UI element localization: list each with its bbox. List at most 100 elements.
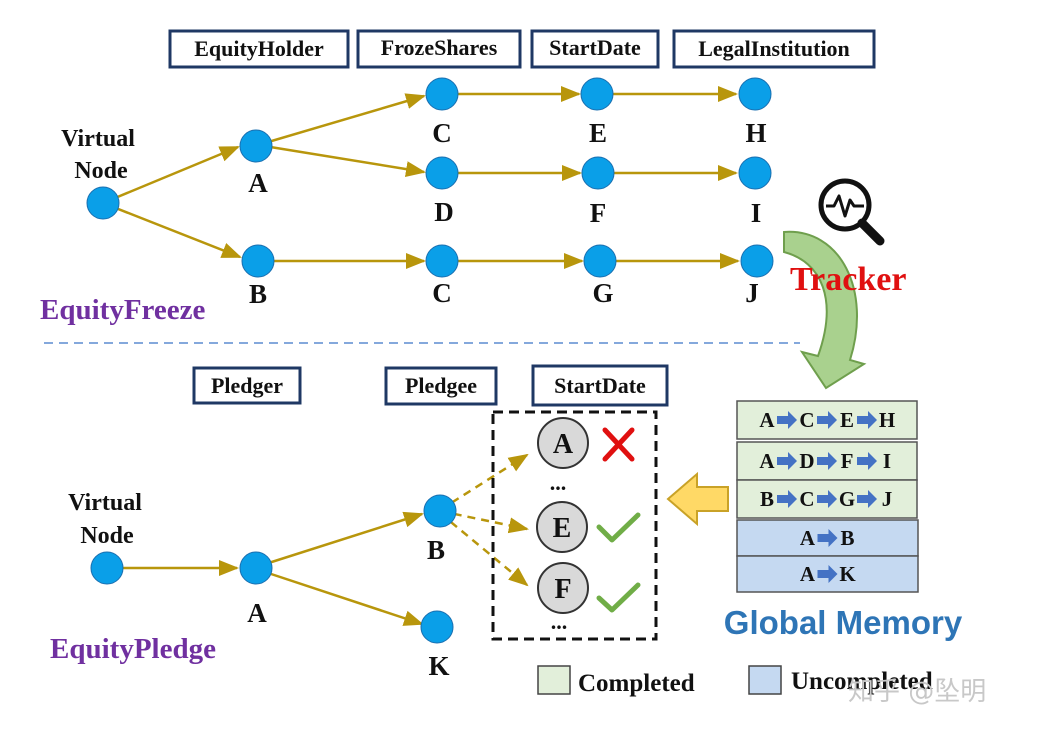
- legend-uncompleted-label: Uncompleted: [791, 668, 933, 695]
- global-memory-title: Global Memory: [724, 604, 963, 641]
- freeze-node-j: [740, 244, 774, 278]
- freeze-header-legalinstitution: LegalInstitution: [672, 29, 876, 69]
- freeze-header-equityholder: EquityHolder: [168, 29, 350, 69]
- pledge-node-virtual: [90, 551, 124, 585]
- right-arrow-icon: [857, 411, 877, 429]
- candidate-f: F: [537, 562, 641, 614]
- memory-node-label: I: [883, 449, 891, 473]
- freeze-node-f: [581, 156, 615, 190]
- edge-b-cand-f: [439, 512, 529, 587]
- memory-node-label: A: [759, 449, 775, 473]
- freeze-header-frozeshares: FrozeShares: [356, 29, 522, 69]
- cross-icon: [602, 427, 635, 462]
- freeze-edges: [102, 86, 740, 269]
- tracker-curved-arrow: [783, 230, 867, 390]
- memory-node-label: A: [800, 562, 816, 586]
- memory-to-candidates-arrow: [666, 471, 729, 527]
- right-arrow-icon: [857, 490, 877, 508]
- memory-node-label: G: [839, 487, 855, 511]
- candidate-ellipsis-2: ...: [551, 609, 568, 634]
- svg-text:EquityHolder: EquityHolder: [194, 36, 324, 61]
- pledge-header-startdate: StartDate: [531, 364, 669, 407]
- pledge-node-k: [420, 610, 454, 644]
- right-arrow-icon: [777, 411, 797, 429]
- freeze-virtual-label-2: Node: [74, 158, 128, 184]
- freeze-node-virtual: [86, 186, 120, 220]
- edge-a-b-pledge: [255, 511, 424, 569]
- edge-b-cand-a: [439, 453, 529, 512]
- pledge-node-b: [423, 494, 457, 528]
- candidate-a: A: [537, 417, 635, 469]
- memory-node-label: F: [841, 449, 854, 473]
- pledge-label-k: K: [428, 651, 449, 681]
- svg-text:E: E: [553, 513, 572, 544]
- magnifier-pulse-icon: [818, 178, 885, 246]
- candidate-box: [491, 410, 658, 641]
- pledge-header-pledger: Pledger: [192, 366, 302, 405]
- memory-node-label: C: [799, 487, 814, 511]
- svg-text:StartDate: StartDate: [549, 35, 641, 60]
- right-arrow-icon: [857, 452, 877, 470]
- right-arrow-icon: [777, 452, 797, 470]
- freeze-label-f: F: [590, 198, 607, 228]
- memory-node-label: B: [840, 526, 854, 550]
- freeze-label-h: H: [745, 118, 766, 148]
- svg-text:Pledgee: Pledgee: [405, 373, 477, 398]
- right-arrow-icon: [777, 490, 797, 508]
- legend-completed-label: Completed: [578, 670, 695, 697]
- svg-text:F: F: [554, 574, 571, 605]
- freeze-label-j: J: [745, 278, 759, 308]
- freeze-label-g: G: [592, 278, 613, 308]
- edge-a-c: [257, 93, 426, 147]
- equity-freeze-title: EquityFreeze: [40, 294, 205, 326]
- check-icon: [596, 582, 641, 613]
- freeze-label-b: B: [249, 279, 267, 309]
- freeze-node-e: [580, 77, 614, 111]
- equity-pledge-title: EquityPledge: [50, 633, 216, 665]
- right-arrow-icon: [817, 529, 838, 547]
- pledge-nodes: [90, 494, 457, 644]
- pledge-node-a: [239, 551, 273, 585]
- edge-vn-b: [102, 201, 242, 259]
- memory-node-label: A: [800, 526, 816, 550]
- candidate-e: E: [536, 501, 641, 553]
- memory-node-label: B: [760, 487, 774, 511]
- watermark: 知乎 @坠明: [848, 677, 986, 707]
- right-arrow-icon: [817, 411, 837, 429]
- pledge-header-pledgee: Pledgee: [384, 366, 498, 406]
- freeze-node-d: [425, 156, 459, 190]
- memory-node-label: J: [882, 487, 893, 511]
- pledge-virtual-label-2: Node: [80, 523, 134, 549]
- freeze-label-a: A: [248, 168, 268, 198]
- right-arrow-icon: [817, 452, 837, 470]
- freeze-labels: Virtual Node A B C D C E F G H I J: [61, 118, 766, 309]
- svg-text:LegalInstitution: LegalInstitution: [698, 36, 850, 61]
- pledge-label-a: A: [247, 598, 267, 628]
- freeze-node-g: [583, 244, 617, 278]
- edge-a-d: [257, 143, 426, 178]
- legend-completed-swatch: [537, 665, 571, 695]
- check-icon: [596, 512, 641, 543]
- svg-text:StartDate: StartDate: [554, 373, 646, 398]
- freeze-label-d: D: [434, 197, 454, 227]
- freeze-label-e: E: [589, 118, 607, 148]
- memory-node-label: K: [839, 562, 856, 586]
- freeze-node-i: [738, 156, 772, 190]
- candidate-ellipsis-1: ...: [550, 470, 567, 495]
- tracker-label: Tracker: [790, 261, 906, 298]
- right-arrow-icon: [817, 565, 838, 583]
- edge-vn-a: [102, 145, 240, 205]
- memory-node-label: C: [799, 408, 814, 432]
- freeze-node-c1: [425, 77, 459, 111]
- freeze-node-a: [239, 129, 273, 163]
- freeze-node-h: [738, 77, 772, 111]
- svg-text:FrozeShares: FrozeShares: [381, 35, 498, 60]
